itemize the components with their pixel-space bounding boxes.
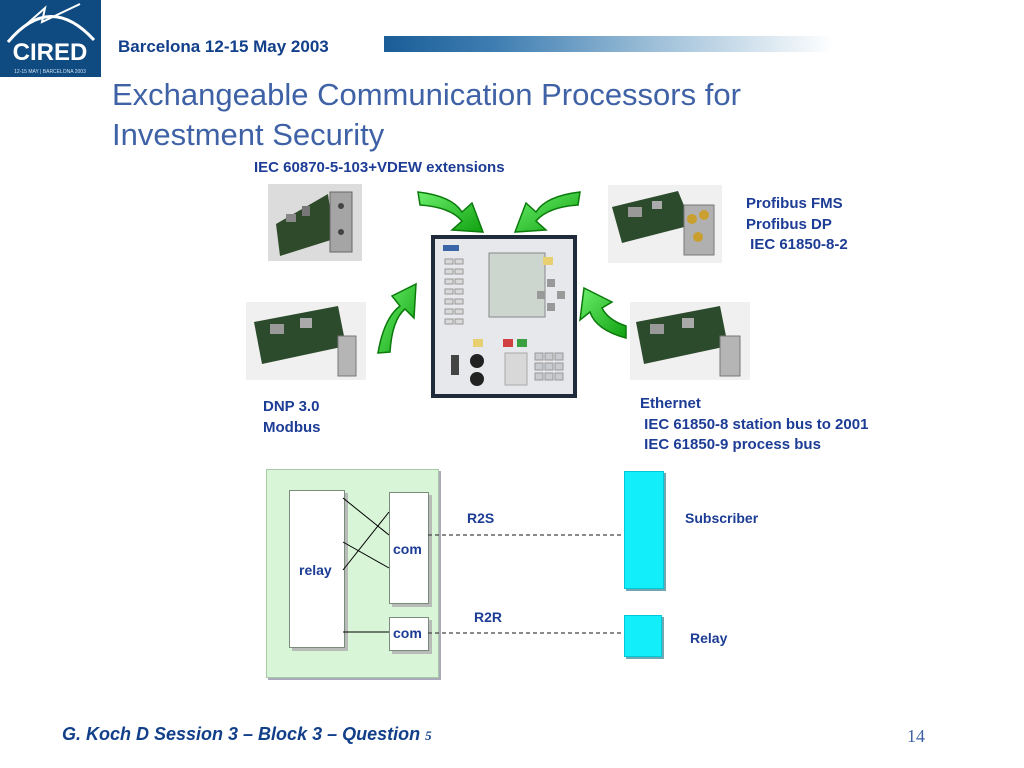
lightning-globe-icon: CIRED 12-15 MAY | BARCELONA 2003: [0, 0, 101, 77]
subscriber-block: [624, 471, 664, 589]
footer-text: G. Koch D Session 3 – Block 3 – Question…: [62, 724, 432, 745]
module-photo-profibus: [608, 185, 722, 263]
cired-logo: CIRED 12-15 MAY | BARCELONA 2003: [0, 0, 101, 77]
green-arrow-icon: [417, 191, 485, 233]
green-arrow-icon: [579, 286, 627, 339]
com-block-top: [389, 492, 429, 604]
title-line-1: Exchangeable Communication Processors fo…: [112, 77, 741, 112]
circuit-board-icon: [608, 185, 722, 263]
com-label-bottom: com: [393, 625, 422, 641]
subscriber-label: Subscriber: [685, 510, 759, 526]
connection-line: [342, 541, 390, 569]
page-number: 14: [907, 726, 925, 746]
green-arrow-icon: [513, 191, 581, 233]
footer-session: G. Koch D Session 3 – Block 3 – Question: [62, 724, 426, 744]
circuit-board-icon: [268, 184, 362, 261]
r2s-label: R2S: [467, 510, 495, 526]
com-block-bottom: [389, 617, 429, 651]
iec103-label: IEC 60870-5-103+VDEW extensions: [254, 159, 505, 176]
dnp-modbus-label: DNP 3.0 Modbus: [263, 398, 321, 436]
com-label-top: com: [393, 541, 422, 557]
svg-text:12-15 MAY | BARCELONA 2003: 12-15 MAY | BARCELONA 2003: [14, 69, 86, 75]
connection-line: [342, 497, 390, 536]
profibus-label: Profibus FMS Profibus DP IEC 61850-8-2: [746, 195, 848, 253]
footer-question-number: 5: [425, 728, 432, 743]
module-photo-ethernet: [630, 302, 750, 380]
protection-relay-device: [431, 235, 577, 398]
module-photo-iec103: [268, 184, 362, 261]
relay-target-block: [624, 615, 662, 657]
relay-right-label: Relay: [690, 630, 728, 646]
svg-text:CIRED: CIRED: [13, 39, 88, 66]
ethernet-label: Ethernet IEC 61850-8 station bus to 2001…: [640, 395, 869, 453]
circuit-board-icon: [246, 302, 366, 380]
module-photo-dnp: [246, 302, 366, 380]
relay-block: [289, 490, 345, 648]
connection-line: [342, 511, 390, 571]
r2r-label: R2R: [474, 609, 503, 625]
circuit-board-icon: [630, 302, 750, 380]
green-arrow-icon: [377, 282, 417, 354]
slide-title: Exchangeable Communication Processors fo…: [112, 75, 741, 155]
relay-device-icon: [431, 235, 577, 398]
title-line-2: Investment Security: [112, 117, 385, 152]
header-gradient-bar: [384, 36, 834, 52]
conference-label: Barcelona 12-15 May 2003: [118, 37, 329, 56]
relay-label: relay: [299, 562, 332, 578]
